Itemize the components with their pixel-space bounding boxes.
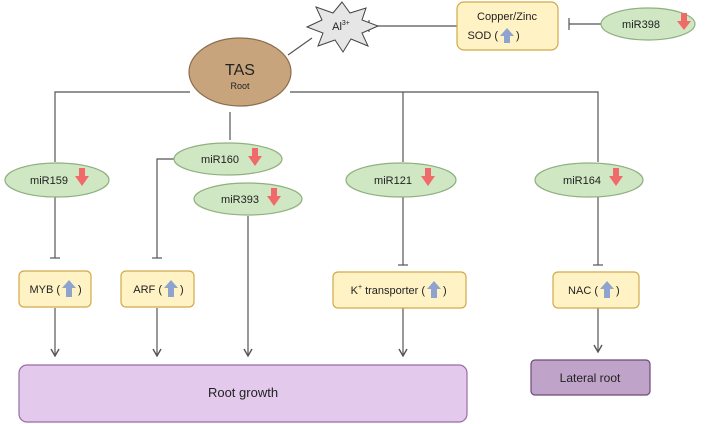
tas-to-al-line: [287, 37, 313, 56]
k-label-rest: transporter (: [362, 285, 425, 297]
connectors: [50, 18, 603, 358]
nac-up-arrow-icon: [600, 281, 614, 298]
al3-starburst: Al3+: [305, 1, 380, 53]
k-label-base: K: [351, 285, 359, 297]
arf-up-arrow-icon: [164, 280, 178, 297]
copper-zinc-sod-box: Copper/Zinc SOD ( ): [456, 1, 559, 51]
nac-label-end: ): [616, 285, 620, 297]
mir160-node: miR160: [173, 142, 283, 176]
mir121-label: miR121: [374, 175, 412, 187]
sod-line2-start: SOD (: [467, 30, 498, 42]
mir160-inhibits-arf-line: [156, 158, 175, 258]
mir160-down-arrow-icon: [248, 148, 262, 166]
root-growth-label: Root growth: [208, 385, 278, 400]
svg-text:Al3+: Al3+: [332, 20, 350, 33]
myb-box: MYB ( ): [18, 270, 92, 308]
sod-line2-end: ): [516, 30, 520, 42]
sod-up-arrow-icon: [500, 28, 514, 43]
myb-label-end: ): [78, 284, 82, 296]
myb-label-start: MYB (: [29, 284, 60, 296]
nac-box: NAC ( ): [552, 271, 640, 309]
k-transporter-up-arrow-icon: [427, 281, 441, 298]
mir398-node: miR398: [600, 7, 696, 41]
al-label: Al: [332, 21, 342, 33]
mir159-label: miR159: [30, 175, 68, 187]
nac-label-start: NAC (: [568, 285, 598, 297]
tas-right-branch: [290, 91, 599, 162]
svg-text:K+ transporter (: K+ transporter (: [351, 284, 426, 297]
al-superscript: 3+: [342, 20, 350, 27]
mir164-label: miR164: [563, 175, 601, 187]
arf-box: ARF ( ): [120, 270, 195, 308]
mir121-node: miR121: [345, 162, 457, 198]
mir393-label: miR393: [221, 194, 259, 206]
mir160-label: miR160: [201, 154, 239, 166]
tas-title: TAS: [225, 62, 255, 79]
mir398-label: miR398: [622, 19, 660, 31]
sod-line1: Copper/Zinc: [477, 11, 537, 23]
arf-label-end: ): [180, 284, 184, 296]
k-label-end: ): [443, 285, 447, 297]
mir121-down-arrow-icon: [421, 168, 435, 186]
lateral-root-box: Lateral root: [530, 359, 651, 396]
mir159-node: miR159: [4, 162, 110, 198]
myb-up-arrow-icon: [62, 280, 76, 297]
mir164-down-arrow-icon: [609, 168, 623, 186]
arf-label-start: ARF (: [133, 284, 162, 296]
mir159-down-arrow-icon: [75, 168, 89, 186]
k-label-superscript: +: [358, 284, 362, 291]
mir398-down-arrow-icon: [677, 13, 691, 30]
mir393-node: miR393: [193, 182, 303, 216]
tas-root-node: TAS Root: [188, 37, 292, 107]
mir164-node: miR164: [534, 162, 644, 198]
lateral-root-label: Lateral root: [560, 371, 621, 385]
root-growth-box: Root growth: [18, 364, 468, 423]
mir393-down-arrow-icon: [267, 188, 281, 206]
k-transporter-box: K+ transporter ( ): [332, 271, 467, 309]
tas-left-branch: [54, 91, 190, 162]
tas-subtitle: Root: [230, 81, 250, 91]
